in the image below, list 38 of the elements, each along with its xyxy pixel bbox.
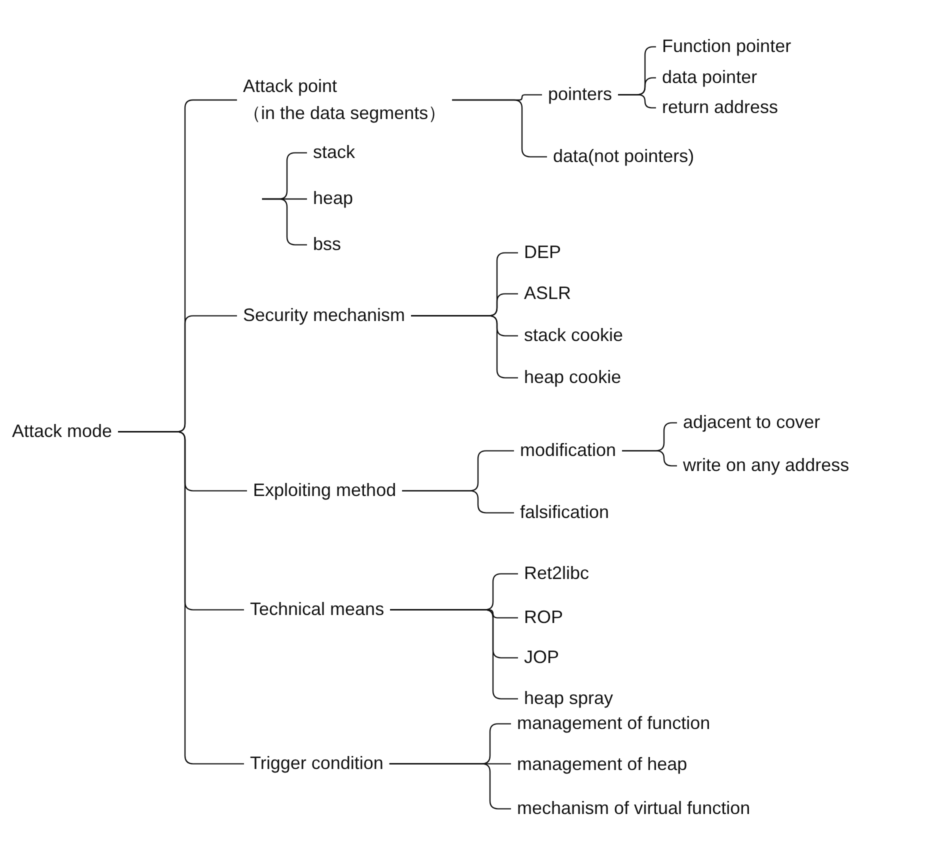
tree-node-label: stack cookie xyxy=(524,325,624,347)
tree-node-label: data pointer xyxy=(662,67,758,89)
brace-connector xyxy=(389,763,511,810)
tree-node-label: DEP xyxy=(524,242,562,264)
brace-connector xyxy=(411,315,518,378)
tree-node-label: pointers xyxy=(548,84,612,106)
label-line: Attack point xyxy=(243,75,338,98)
tree-node-label: heap xyxy=(313,188,354,210)
brace-connector xyxy=(118,431,244,764)
tree-node-label: Function pointer xyxy=(662,36,792,58)
tree-node-label: Ret2libc xyxy=(524,563,590,585)
tree-node-label: mechanism of virtual function xyxy=(517,798,750,820)
brace-connector xyxy=(452,99,547,158)
brace-connector xyxy=(402,490,514,514)
tree-node-label: modification xyxy=(520,440,616,462)
tree-node-label: Exploiting method xyxy=(253,480,396,502)
tree-node-label: write on any address xyxy=(683,455,850,477)
tree-node-label: falsification xyxy=(520,502,610,524)
tree-node-label: heap cookie xyxy=(524,367,622,389)
tree-node-label: Attack mode xyxy=(12,421,112,443)
tree-node-label: return address xyxy=(662,97,778,119)
tree-node-label: Trigger condition xyxy=(250,753,384,775)
tree-node-label: heap spray xyxy=(524,688,614,710)
brace-connector xyxy=(262,198,307,246)
tree-node-label: Security mechanism xyxy=(243,305,406,327)
tree-node-label: ASLR xyxy=(524,283,572,305)
brace-connector xyxy=(618,94,656,108)
tree-node-label: adjacent to cover xyxy=(683,412,820,434)
tree-node-label: Technical means xyxy=(250,599,384,621)
tree-node-label: bss xyxy=(313,234,342,256)
tree-node-label: management of function xyxy=(517,713,710,735)
tree-node-label: stack xyxy=(313,142,356,164)
tree-node-label: ROP xyxy=(524,607,564,629)
brace-connector xyxy=(390,609,518,700)
tree-node-label: management of heap xyxy=(517,754,688,776)
tree-node-label: JOP xyxy=(524,647,560,669)
tree-node-label: data(not pointers) xyxy=(553,146,694,168)
label-line: （in the data segments） xyxy=(243,102,446,125)
